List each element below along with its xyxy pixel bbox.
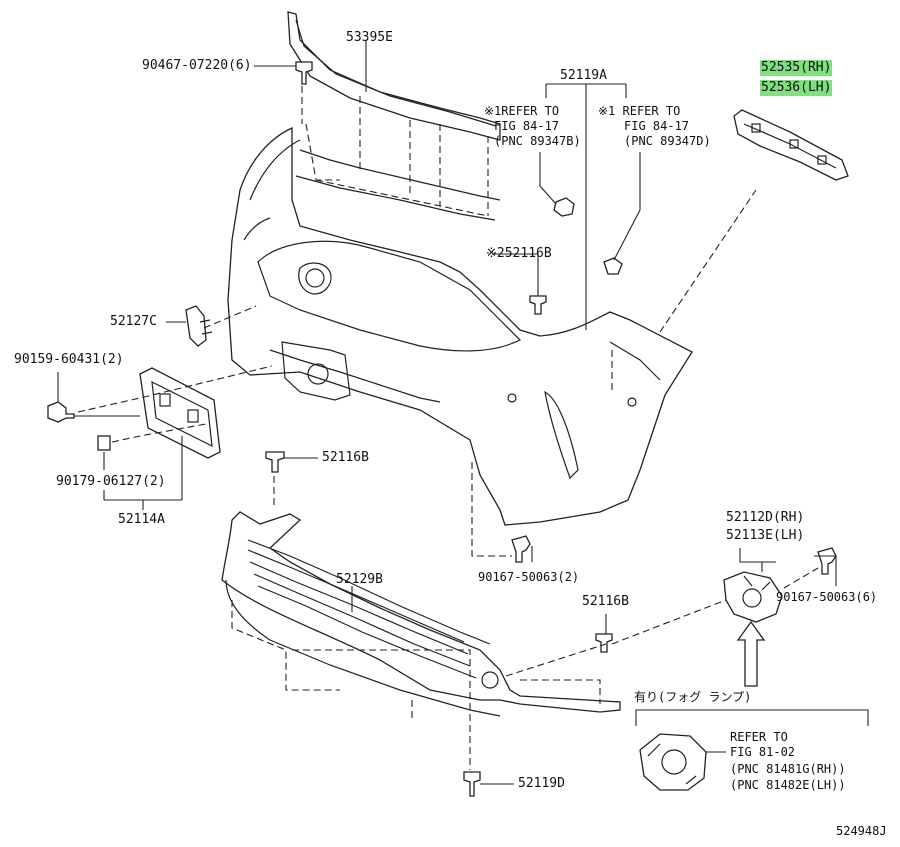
label-52116b-mid: 52116B (322, 450, 369, 465)
fog-lamp-note: 有り(フォグ ランプ) (634, 690, 752, 704)
label-52116b-low: 52116B (582, 594, 629, 609)
leader-lines (57, 40, 837, 785)
label-52116b-top: ※252116B (486, 246, 552, 261)
diagram-code: 524948J (836, 824, 887, 838)
arrow-up-icon (736, 620, 766, 687)
assembly-dashed-lines (77, 86, 819, 770)
label-90467: 90467-07220(6) (142, 58, 252, 73)
label-52129b: 52129B (336, 572, 383, 587)
clip-89347d (603, 257, 623, 275)
ref-89347b-line3: (PNC 89347B) (494, 134, 581, 148)
bumper-cover-part (227, 126, 693, 526)
label-52114a: 52114A (118, 512, 165, 527)
label-90179: 90179-06127(2) (56, 474, 166, 489)
ref-89347d-line1: ※1 REFER TO (598, 104, 681, 118)
label-52119d: 52119D (518, 776, 565, 791)
screw-52119d (463, 771, 481, 797)
fog-ref-line1: REFER TO (730, 730, 788, 744)
label-90159: 90159-60431(2) (14, 352, 124, 367)
license-bracket-part (139, 367, 221, 459)
ref-89347d-line2: FIG 84-17 (624, 119, 690, 133)
screw-90159 (47, 401, 75, 423)
label-52536-highlighted: 52536(LH) (760, 80, 833, 96)
side-bracket-part (733, 109, 849, 181)
nut-90179 (97, 435, 111, 451)
lower-grille-part (221, 511, 621, 717)
clip-52116b-low (595, 633, 613, 653)
label-52112d: 52112D(RH) (726, 510, 805, 525)
label-52127c: 52127C (110, 314, 157, 329)
clip-52116b-top (529, 295, 547, 315)
fog-ref-line4: (PNC 81482E(LH)) (730, 778, 846, 792)
screw-90167-left (511, 535, 531, 563)
label-90167-right: 90167-50063(6) (776, 590, 878, 604)
clip-89347b (553, 197, 575, 217)
fog-bracket-outline (635, 709, 869, 726)
ref-89347b-line2: FIG 84-17 (494, 119, 560, 133)
fog-lamp-housing-part (639, 733, 707, 791)
label-52535-highlighted: 52535(RH) (760, 60, 833, 76)
ref-89347d-line3: (PNC 89347D) (624, 134, 711, 148)
label-53395e: 53395E (346, 30, 393, 45)
fog-ref-line2: FIG 81-02 (730, 745, 796, 759)
upper-molding-part (287, 11, 501, 141)
label-52119a: 52119A (560, 68, 607, 83)
bracket-52127c-part (185, 305, 213, 347)
ref-89347b-line1: ※1REFER TO (484, 104, 560, 118)
fog-cover-part (723, 571, 783, 623)
label-52113e: 52113E(LH) (726, 528, 805, 543)
screw-90167-right (817, 547, 837, 575)
fog-ref-line3: (PNC 81481G(RH)) (730, 762, 846, 776)
clip-52116b-mid (265, 451, 285, 473)
label-90167-left: 90167-50063(2) (478, 570, 580, 584)
screw-90467 (295, 61, 313, 85)
